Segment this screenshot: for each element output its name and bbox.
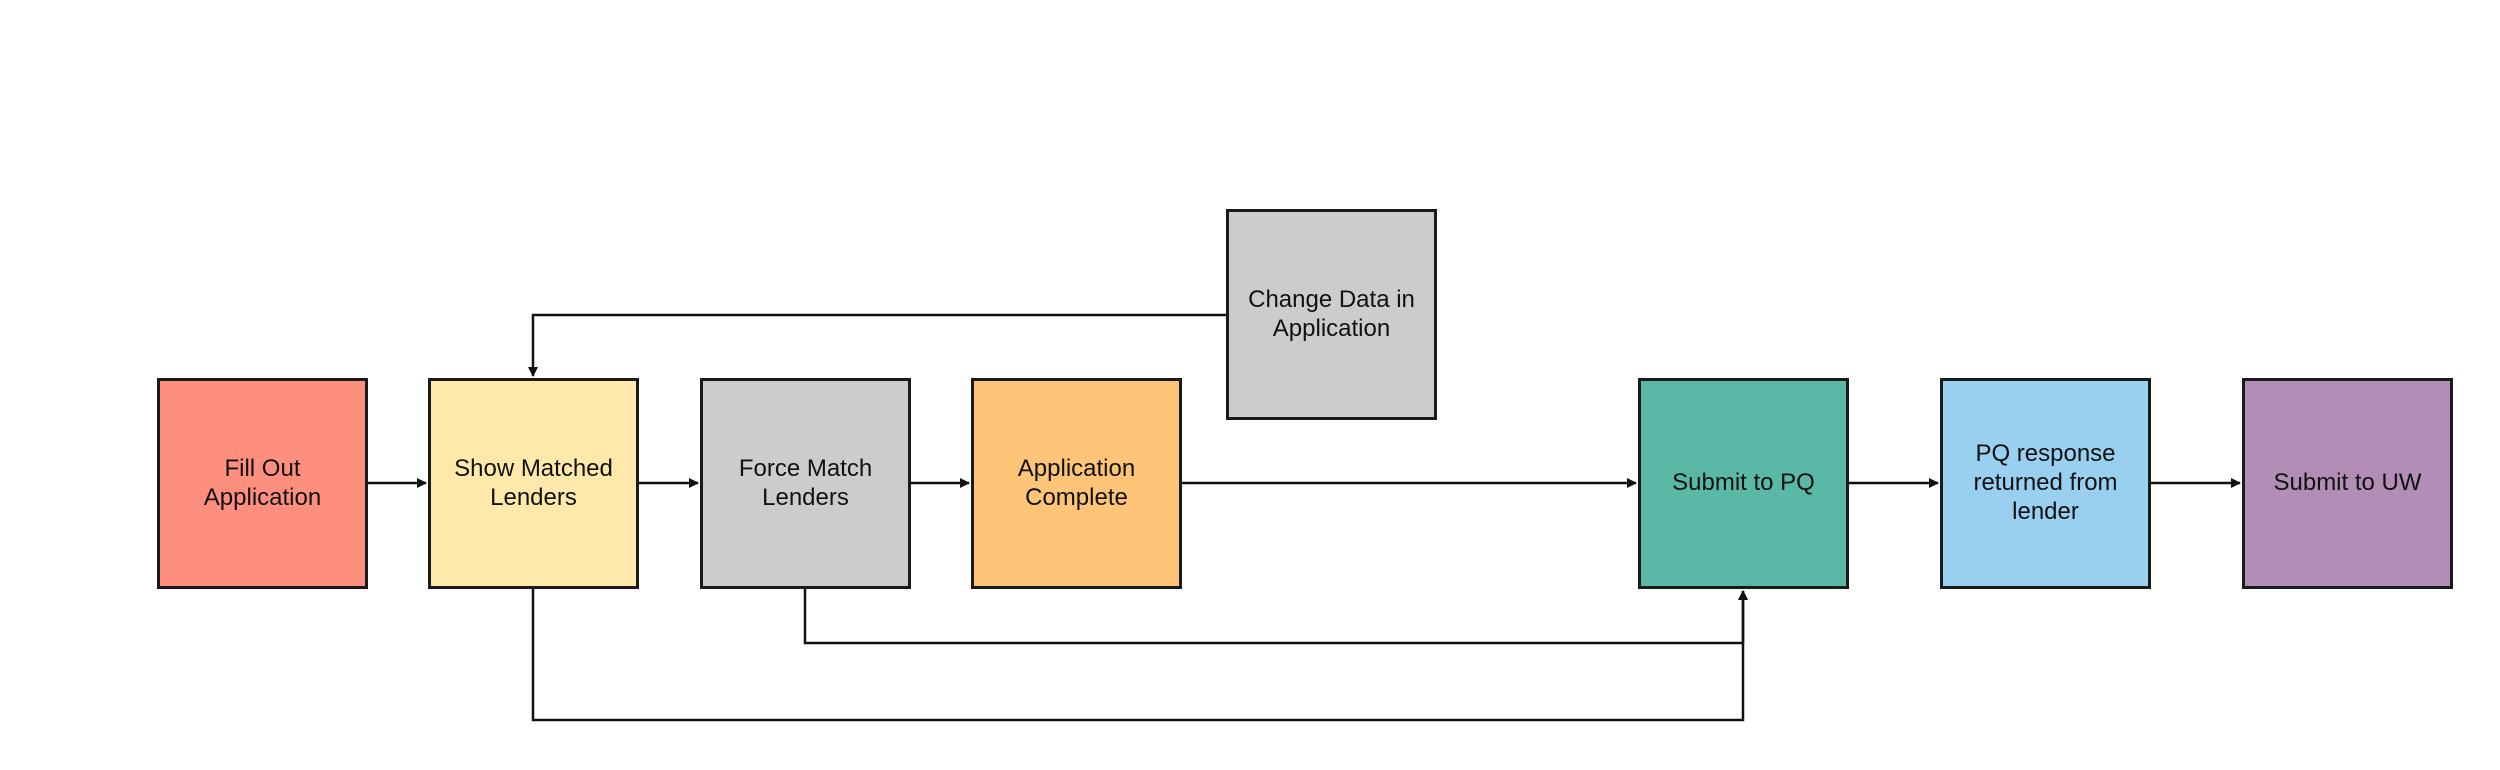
node-pq-response-returned[interactable]: PQ response returned from lender: [1940, 378, 2151, 589]
connector-force_match-to-submit_pq: [803, 589, 1748, 645]
node-show-matched-lenders[interactable]: Show Matched Lenders: [428, 378, 639, 589]
node-label: PQ response returned from lender: [1973, 440, 2118, 525]
node-label: Change Data in Application: [1248, 285, 1415, 342]
node-submit-to-uw[interactable]: Submit to UW: [2242, 378, 2453, 589]
node-label: Application Complete: [1017, 454, 1136, 511]
node-change-data-in-application[interactable]: Change Data in Application: [1226, 209, 1437, 420]
node-application-complete[interactable]: Application Complete: [971, 378, 1182, 589]
node-label: Fill Out Application: [203, 454, 322, 511]
node-submit-to-pq[interactable]: Submit to PQ: [1638, 378, 1849, 589]
node-label: Show Matched Lenders: [454, 454, 613, 511]
node-force-match-lenders[interactable]: Force Match Lenders: [700, 378, 911, 589]
connector-show_matched-to-submit_pq: [531, 589, 1748, 722]
node-label: Submit to PQ: [1672, 469, 1815, 497]
node-fill-out-application[interactable]: Fill Out Application: [157, 378, 368, 589]
connector-change_data-to-show_matched: [528, 313, 1226, 377]
node-label: Force Match Lenders: [738, 454, 873, 511]
node-label: Submit to UW: [2273, 469, 2422, 497]
